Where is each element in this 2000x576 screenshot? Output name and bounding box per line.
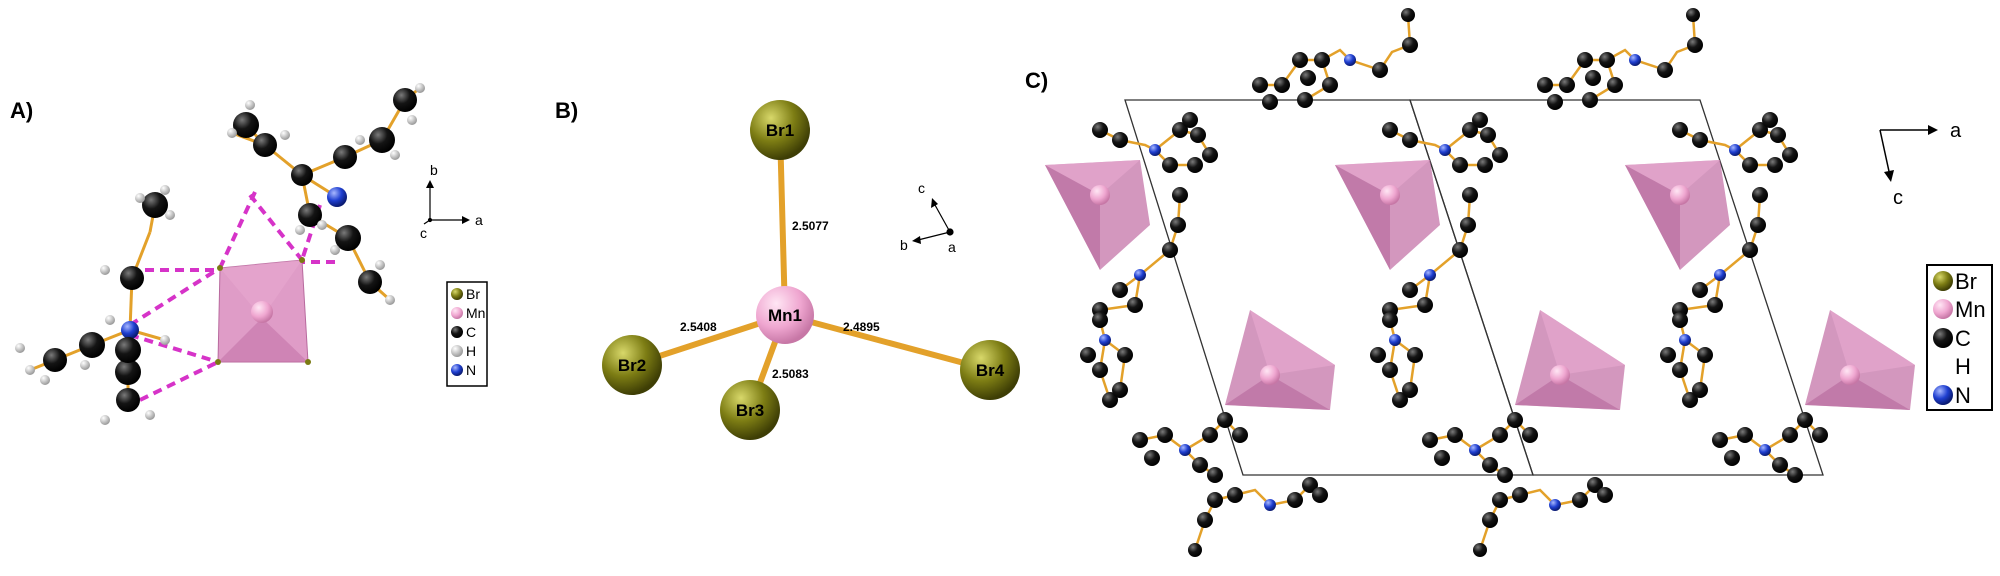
br1-label: Br1 [766,121,794,140]
panel-c: C) [1025,8,1993,557]
legend-a-mn-label: Mn [466,305,485,321]
bond-length-mn-br1: 2.5077 [792,219,829,233]
mnbr4-tetrahedron [215,257,311,365]
axis-b-a-label: a [948,239,956,255]
panel-c-label: C) [1025,68,1048,93]
panel-b: B) Br1 Br2 Br3 Br4 Mn1 2.5077 2.5408 [555,98,1020,440]
mn1-atom: Mn1 [756,286,814,344]
cations-lower [1080,312,1713,408]
legend-c-mn-label: Mn [1955,297,1986,322]
panel-a-label: A) [10,98,33,123]
legend-c-mn-swatch [1933,299,1953,319]
legend-c: Br Mn C H N [1926,264,1993,411]
br4-atom: Br4 [960,340,1020,400]
legend-c-n-label: N [1955,383,1971,408]
bond-mn-br1 [777,127,788,318]
axis-a-c-label: c [420,225,427,241]
br4-label: Br4 [976,361,1005,380]
bond-length-mn-br4: 2.4895 [843,320,880,334]
axis-c-a-label: a [1950,120,1962,142]
axis-b-c-label: c [918,180,925,196]
legend-c-c-swatch [1933,328,1953,348]
cations-middle [1092,187,1768,318]
cations-bottom [1132,412,1828,483]
legend-a-mn-swatch [451,307,463,319]
legend-c-h-label: H [1955,354,1971,379]
bond-length-mn-br3: 2.5083 [772,367,809,381]
bond-mn-br4 [782,312,993,373]
br1-atom: Br1 [750,100,810,160]
legend-a-n-label: N [466,362,476,378]
mn1-label: Mn1 [768,306,802,325]
legend-a-h-swatch [451,345,463,357]
bond-length-mn-br2: 2.5408 [680,320,717,334]
br2-label: Br2 [618,356,646,375]
axis-c-c-label: c [1893,187,1903,209]
axis-triad-b [912,198,954,244]
polyhedra-upper [1045,160,1730,270]
cation-left-atoms [15,185,175,425]
polyhedra-lower [1225,310,1915,410]
legend-a-br-swatch [451,288,463,300]
axis-b-b-label: b [900,237,908,253]
legend-a-c-label: C [466,324,476,340]
cations-row2 [1092,112,1798,173]
cation-upper-atoms [227,83,425,305]
br3-label: Br3 [736,401,764,420]
cations-top [1252,8,1703,110]
legend-c-br-swatch [1933,271,1953,291]
legend-a-n-swatch [451,364,463,376]
unit-cells [1124,99,1824,476]
legend-a: Br Mn C H N [446,281,488,387]
panel-b-label: B) [555,98,578,123]
axis-a-a-label: a [475,212,483,228]
axis-triad-a [423,180,470,225]
axis-a-b-label: b [430,162,438,178]
cations-footer [1188,477,1613,557]
legend-a-br-label: Br [466,286,480,302]
mnbr4-bonds [629,127,993,413]
legend-c-n-swatch [1933,385,1953,405]
legend-c-br-label: Br [1955,269,1977,294]
legend-a-c-swatch [451,326,463,338]
axis-triad-c [1879,125,1938,182]
hydrogen-bonds [128,191,335,402]
panel-a: A) [10,83,488,425]
legend-a-h-label: H [466,343,476,359]
legend-c-c-label: C [1955,326,1971,351]
br3-atom: Br3 [720,380,780,440]
br2-atom: Br2 [602,335,662,395]
